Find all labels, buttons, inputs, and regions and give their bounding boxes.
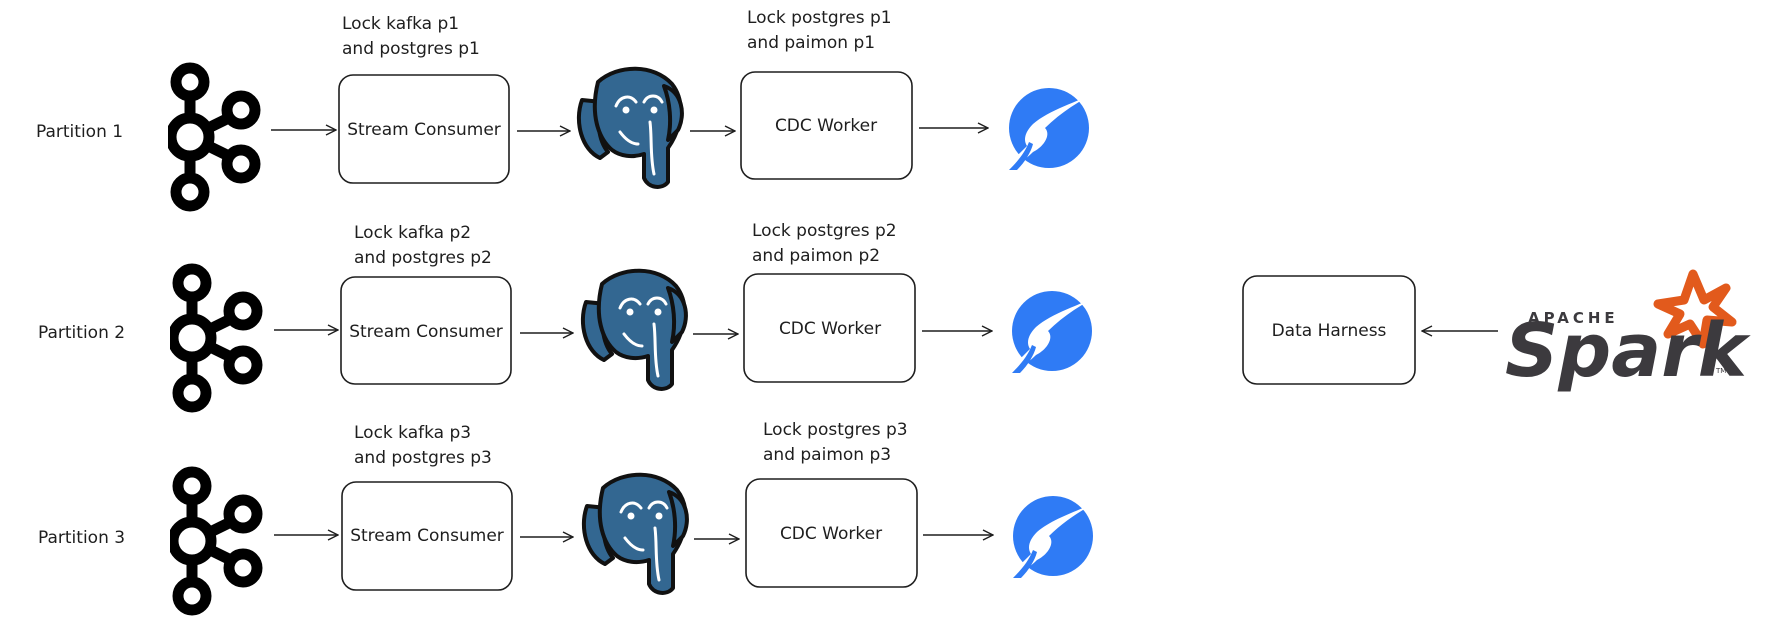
stream-consumer-label: Stream Consumer <box>347 120 501 140</box>
data-harness-box <box>1242 275 1416 385</box>
postgres-elephant-icon <box>576 66 684 189</box>
spark-tm: TM <box>1715 367 1726 375</box>
harness-section: Data Harness APACHE Spark TM <box>1242 269 1751 394</box>
cdc-worker-label: CDC Worker <box>780 524 882 544</box>
pipeline-row-1: Partition 1 Lock kafka p1 and postgres p… <box>36 8 1097 206</box>
paimon-icon <box>1005 496 1101 578</box>
lock-kafka-line-2: and postgres p3 <box>354 448 492 468</box>
cdc-worker-label: CDC Worker <box>779 319 881 339</box>
pipeline-row-2: Partition 2 Lock kafka p2 and postgres p… <box>38 221 1100 407</box>
stream-consumer-label: Stream Consumer <box>350 526 504 546</box>
paimon-icon <box>1001 88 1097 170</box>
cdc-worker-box <box>745 478 918 588</box>
stream-consumer-box <box>340 276 512 385</box>
cdc-worker-box <box>743 273 916 383</box>
data-harness-label: Data Harness <box>1272 321 1387 341</box>
stream-consumer-label: Stream Consumer <box>349 322 503 342</box>
spark-wordmark: Spark <box>1505 308 1751 394</box>
lock-kafka-line-1: Lock kafka p3 <box>354 423 471 443</box>
pipeline-row-3: Partition 3 Lock kafka p3 and postgres p… <box>38 420 1101 610</box>
kafka-icon <box>171 68 255 206</box>
lock-postgres-line-1: Lock postgres p3 <box>763 420 908 440</box>
cdc-worker-box <box>740 71 913 180</box>
lock-kafka-line-1: Lock kafka p2 <box>354 223 471 243</box>
partition-label: Partition 1 <box>36 122 123 142</box>
spark-star-icon <box>1653 269 1737 349</box>
lock-kafka-line-1: Lock kafka p1 <box>342 14 459 34</box>
lock-kafka-line-2: and postgres p1 <box>342 39 480 59</box>
postgres-elephant-icon <box>580 268 688 391</box>
spark-logo: APACHE Spark TM <box>1505 269 1751 394</box>
lock-postgres-line-2: and paimon p3 <box>763 445 891 465</box>
lock-postgres-line-2: and paimon p1 <box>747 33 875 53</box>
lock-postgres-line-1: Lock postgres p1 <box>747 8 892 28</box>
partition-label: Partition 3 <box>38 528 125 548</box>
lock-postgres-line-1: Lock postgres p2 <box>752 221 897 241</box>
spark-apache-text: APACHE <box>1528 309 1619 327</box>
cdc-worker-label: CDC Worker <box>775 116 877 136</box>
postgres-elephant-icon <box>581 472 689 595</box>
stream-consumer-box <box>341 481 513 591</box>
paimon-icon <box>1004 291 1100 373</box>
stream-consumer-box <box>338 74 510 184</box>
kafka-icon <box>173 472 257 610</box>
lock-postgres-line-2: and paimon p2 <box>752 246 880 266</box>
lock-kafka-line-2: and postgres p2 <box>354 248 492 268</box>
partition-label: Partition 2 <box>38 323 125 343</box>
kafka-icon <box>173 269 257 407</box>
